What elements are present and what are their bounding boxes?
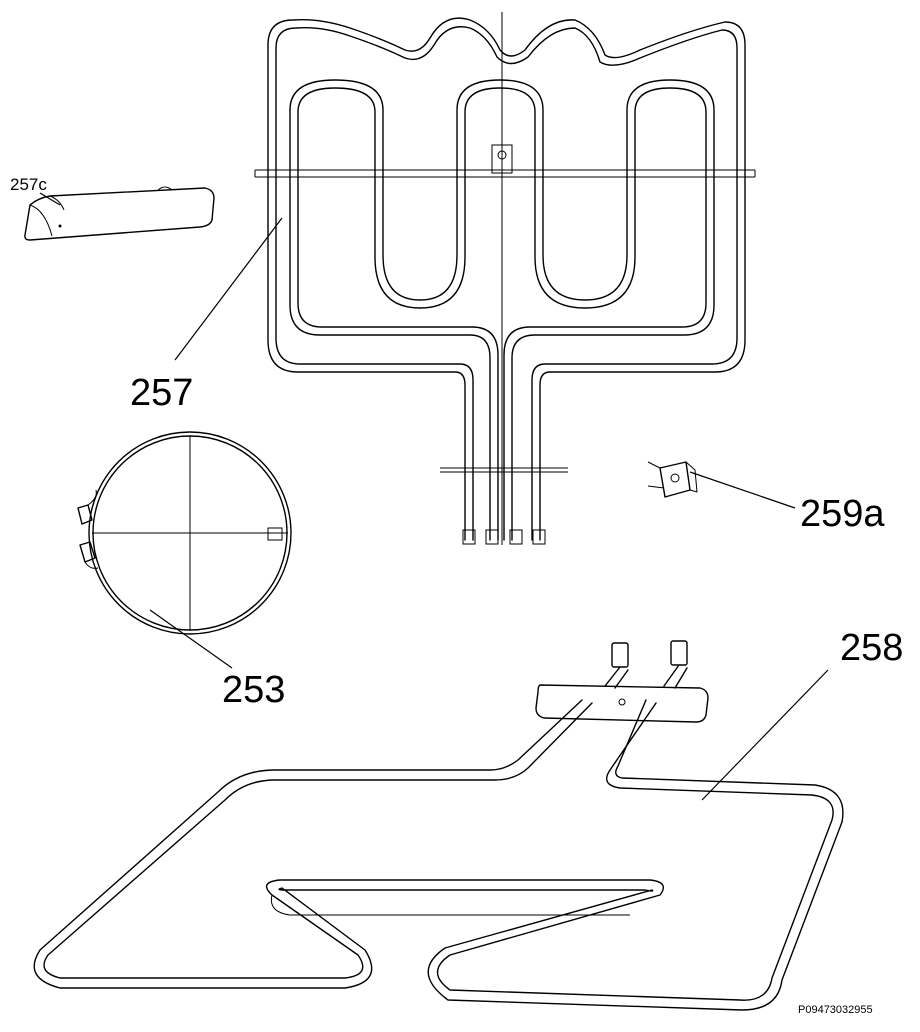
- label-257c: 257c: [10, 175, 47, 194]
- drawing-code: P09473032955: [798, 1004, 873, 1016]
- leader-259a: [689, 471, 796, 509]
- leader-258: [701, 669, 829, 801]
- label-253: 253: [222, 669, 285, 711]
- leader-257c: [39, 192, 61, 206]
- leader-257: [174, 217, 283, 361]
- thermostat-259a[interactable]: [647, 461, 698, 498]
- label-257: 257: [130, 372, 193, 414]
- ring-element-253[interactable]: [77, 431, 292, 635]
- grill-bracket-257c[interactable]: [24, 186, 215, 241]
- grill-element-257[interactable]: [254, 12, 756, 545]
- leader-253: [149, 609, 233, 669]
- label-259a: 259a: [800, 493, 885, 535]
- label-258: 258: [840, 627, 903, 669]
- bottom-element-258[interactable]: [33, 640, 844, 1011]
